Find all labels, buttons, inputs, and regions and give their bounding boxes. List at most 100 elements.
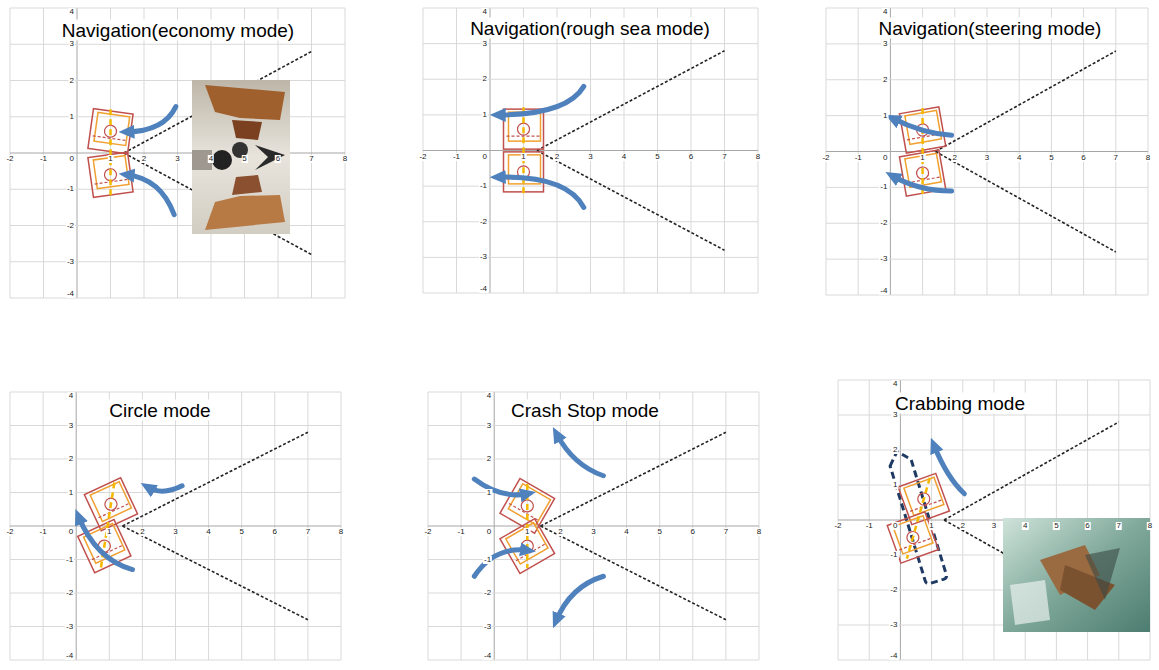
axis-tick: 7 xyxy=(723,528,729,536)
grid-line xyxy=(826,187,1148,188)
axis-tick: 4 xyxy=(621,153,627,161)
grid-line xyxy=(428,626,759,627)
axis-tick: -3 xyxy=(483,623,492,631)
axis-tick: -4 xyxy=(889,652,898,660)
flow-arrow xyxy=(127,107,176,132)
axis-tick: 5 xyxy=(1048,154,1054,162)
grid-line xyxy=(428,459,759,460)
axis-tick: 3 xyxy=(174,155,180,163)
flow-arrow xyxy=(892,176,951,191)
axis-tick: -1 xyxy=(479,182,488,190)
axis-tick: 3 xyxy=(882,40,888,48)
axis-tick: 3 xyxy=(984,154,990,162)
panel-title: Crash Stop mode xyxy=(508,400,662,421)
axis-tick: 3 xyxy=(991,522,997,530)
axis-tick: -3 xyxy=(479,253,488,261)
axis-tick: 1 xyxy=(486,489,492,497)
axis-tick: 2 xyxy=(952,154,958,162)
flow-arrow xyxy=(498,86,584,115)
axis-tick: -4 xyxy=(483,652,492,660)
axis-tick: 3 xyxy=(172,528,178,536)
axis-tick: -4 xyxy=(66,290,75,298)
axis-tick: 2 xyxy=(486,455,492,463)
axis-tick: 0 xyxy=(69,155,75,163)
axis-tick: 1 xyxy=(524,528,530,536)
grid-line xyxy=(826,295,1148,296)
axis-tick: -2 xyxy=(5,155,14,163)
axis-tick: -1 xyxy=(865,522,874,530)
axis-tick: 7 xyxy=(308,155,314,163)
axis-tick: 8 xyxy=(1147,522,1153,530)
axis-tick: 4 xyxy=(68,392,74,400)
axis-tick: -2 xyxy=(889,586,898,594)
grid-line xyxy=(428,392,759,393)
axis-tick: 8 xyxy=(338,528,344,536)
axis-tick: 2 xyxy=(960,522,966,530)
flow-arrow xyxy=(893,118,952,135)
axis-tick: -2 xyxy=(479,218,488,226)
axis-tick: 2 xyxy=(141,155,147,163)
grid-line xyxy=(10,459,341,460)
axis-tick: 6 xyxy=(272,528,278,536)
grid-line xyxy=(10,660,341,661)
axis-tick: 4 xyxy=(1022,522,1028,530)
axis-tick: 5 xyxy=(1053,522,1059,530)
axis-tick: 1 xyxy=(892,481,898,489)
axis-tick: -2 xyxy=(5,528,14,536)
grid-line xyxy=(428,425,759,426)
grid-line xyxy=(423,8,758,9)
axis-tick: 4 xyxy=(486,392,492,400)
axis-tick: -3 xyxy=(889,621,898,629)
rudder-axis xyxy=(907,478,930,559)
grid-line xyxy=(110,8,111,298)
rudder-axis xyxy=(522,107,525,194)
hull-line xyxy=(944,422,1119,520)
grid-line xyxy=(10,392,341,393)
grid-line xyxy=(423,293,758,294)
grid-line xyxy=(428,526,759,527)
grid-line xyxy=(826,223,1148,224)
axis-tick: 3 xyxy=(590,528,596,536)
axis-tick: 4 xyxy=(882,8,888,16)
hull-line xyxy=(935,152,1115,252)
flow-arrow xyxy=(474,550,528,576)
grid-line xyxy=(10,298,345,299)
axis-tick: -1 xyxy=(65,556,74,564)
grid-line xyxy=(10,559,341,560)
axis-tick: 7 xyxy=(1113,154,1119,162)
hull-line xyxy=(541,432,726,526)
axis-tick: 1 xyxy=(520,153,526,161)
axis-tick: -4 xyxy=(479,285,488,293)
axis-tick: 1 xyxy=(919,154,925,162)
axis-tick: 8 xyxy=(1145,154,1151,162)
axis-tick: -1 xyxy=(889,551,898,559)
flow-arrow xyxy=(498,177,584,208)
mode-panel xyxy=(10,8,345,298)
axis-tick: 1 xyxy=(106,528,112,536)
rudder-axis xyxy=(921,108,924,195)
grid-line xyxy=(423,79,758,80)
axis-tick: 4 xyxy=(69,8,75,16)
axis-tick: 7 xyxy=(721,153,727,161)
grid-line xyxy=(428,593,759,594)
grid-line xyxy=(10,80,345,81)
model-photo xyxy=(192,80,290,234)
hull-line xyxy=(123,526,308,620)
axis-tick: 6 xyxy=(1084,522,1090,530)
axis-tick: 3 xyxy=(482,40,488,48)
panel-title: Circle mode xyxy=(106,400,213,421)
axis-tick: -1 xyxy=(483,556,492,564)
axis-tick: -2 xyxy=(821,154,830,162)
axis-tick: 1 xyxy=(928,522,934,530)
grid-line xyxy=(826,79,1148,80)
grid-line xyxy=(428,559,759,560)
axis-tick: 2 xyxy=(557,528,563,536)
crab-outline xyxy=(887,448,948,584)
axis-tick: 5 xyxy=(238,528,244,536)
flow-arrow xyxy=(78,516,132,569)
axis-tick: 4 xyxy=(892,380,898,388)
flow-arrow xyxy=(474,479,528,495)
panel-title: Navigation(steering mode) xyxy=(876,18,1105,39)
axis-tick: -4 xyxy=(879,287,888,295)
